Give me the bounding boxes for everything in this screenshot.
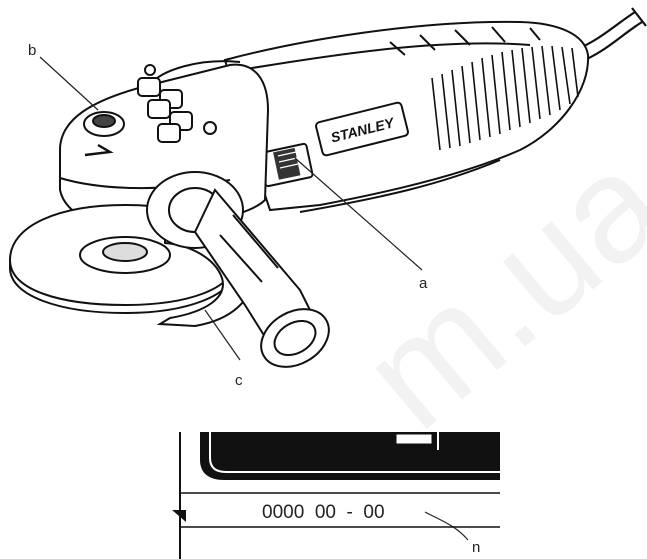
callout-c: c xyxy=(235,372,243,389)
leader-line-n xyxy=(424,511,469,541)
leader-lines xyxy=(39,56,469,541)
pointer-triangle-icon xyxy=(172,510,186,522)
ventilation-grille xyxy=(431,45,579,151)
serial-plate-inset: 0000 00 - 00 xyxy=(172,432,500,559)
motor-housing xyxy=(223,20,590,213)
side-handle xyxy=(146,171,330,368)
leader-line-a xyxy=(294,157,423,271)
leader-line-b xyxy=(39,56,99,111)
brand-badge: STANLEY xyxy=(315,101,409,157)
leader-line-c xyxy=(204,309,241,361)
on-off-switch xyxy=(258,142,314,188)
callout-b: b xyxy=(28,42,36,59)
spindle-lock-button xyxy=(83,111,125,137)
callout-a: a xyxy=(419,275,428,292)
callout-n: n xyxy=(472,539,480,556)
serial-code: 0000 00 - 00 xyxy=(262,502,385,523)
